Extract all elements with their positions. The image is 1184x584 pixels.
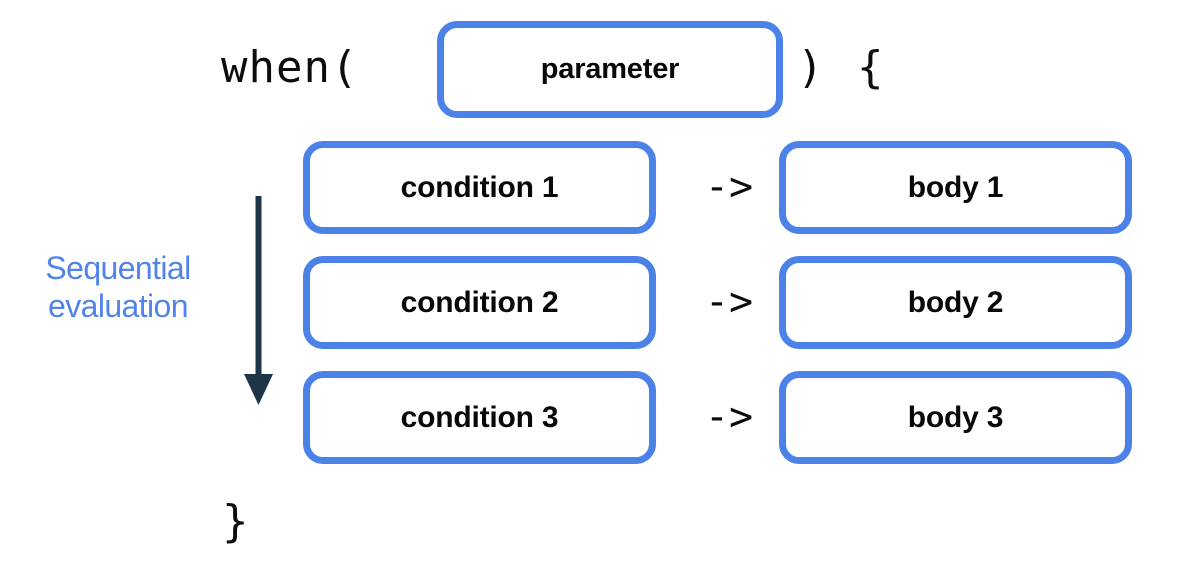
condition-box-1-label: condition 1: [400, 170, 559, 204]
sequential-evaluation-line-2: evaluation: [48, 287, 189, 324]
body-box-1[interactable]: body 1: [779, 141, 1132, 234]
body-box-3[interactable]: body 3: [779, 371, 1132, 464]
arrow-head: [244, 374, 273, 405]
branch-arrow-icon-3: ->: [704, 394, 754, 440]
parameter-box[interactable]: parameter: [437, 21, 783, 118]
condition-box-2-label: condition 2: [400, 285, 559, 319]
body-box-2[interactable]: body 2: [779, 256, 1132, 349]
body-box-3-label: body 3: [907, 400, 1004, 434]
body-box-2-label: body 2: [907, 285, 1004, 319]
when-keyword-text: when(: [221, 42, 359, 93]
branch-arrow-icon-2: ->: [704, 279, 754, 325]
condition-box-3[interactable]: condition 3: [303, 371, 656, 464]
condition-box-2[interactable]: condition 2: [303, 256, 656, 349]
sequential-evaluation-label: Sequential evaluation: [8, 250, 228, 326]
opening-brace-text: {: [857, 42, 884, 93]
sequential-evaluation-line-1: Sequential: [45, 250, 191, 286]
body-box-1-label: body 1: [907, 170, 1004, 204]
condition-box-3-label: condition 3: [400, 400, 559, 434]
condition-box-1[interactable]: condition 1: [303, 141, 656, 234]
branch-arrow-icon-1: ->: [704, 164, 754, 210]
closing-paren-text: ): [797, 42, 824, 93]
parameter-box-label: parameter: [540, 53, 680, 85]
sequential-evaluation-down-arrow-icon: [244, 196, 273, 405]
closing-brace-text: }: [222, 496, 249, 547]
